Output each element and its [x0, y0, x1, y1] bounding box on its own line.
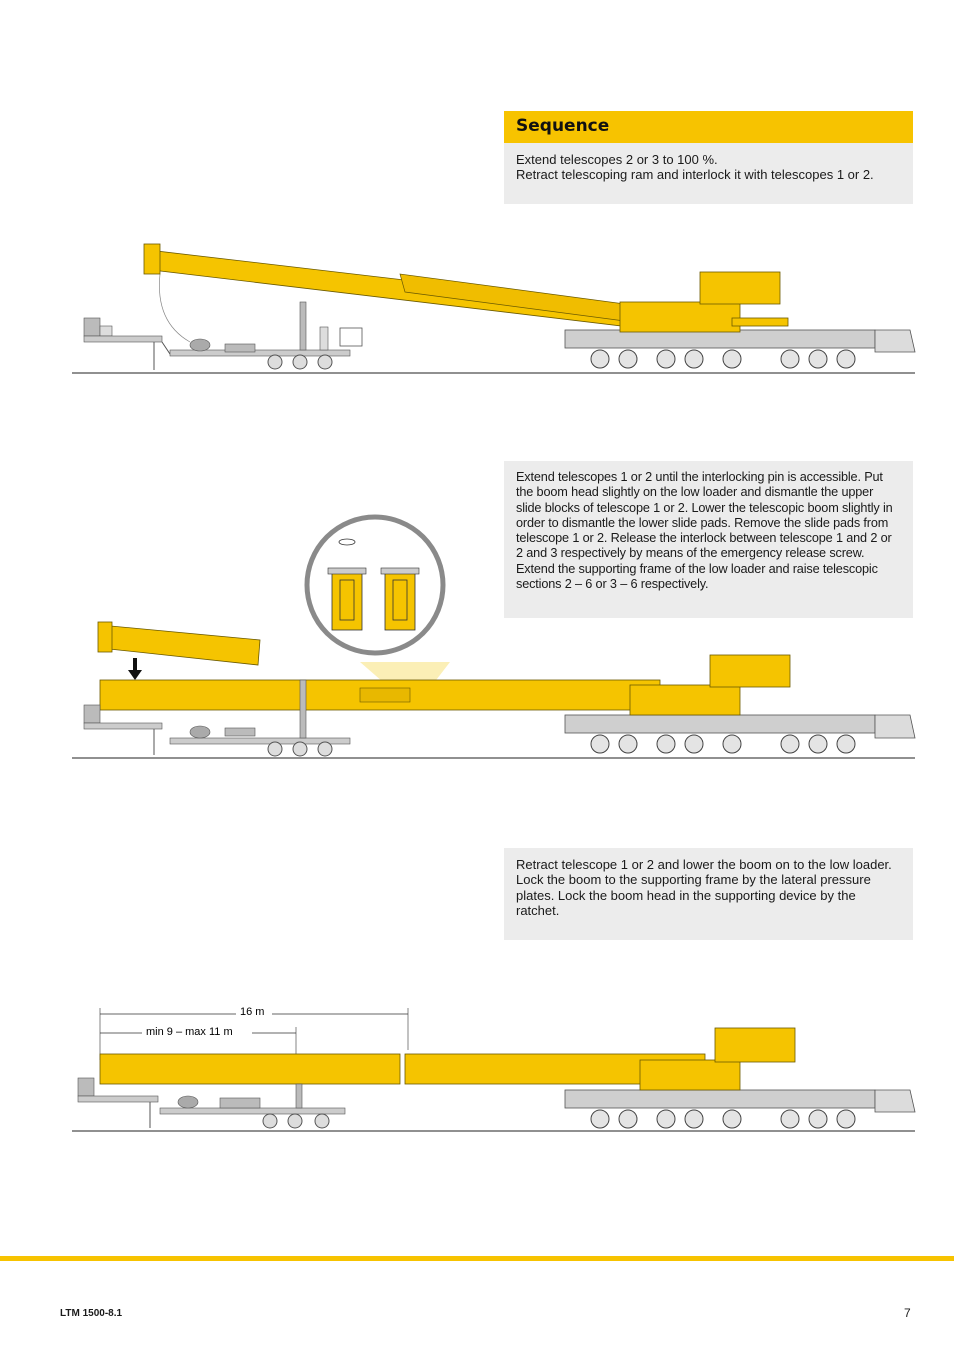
raised-boom-section [99, 624, 261, 666]
step-3-line-2: Lock the boom to the supporting frame by… [516, 872, 871, 918]
step-1-line-2: Retract telescoping ram and interlock it… [516, 167, 874, 183]
crane-diagram-step-2 [72, 514, 916, 759]
dimension-min-max: min 9 – max 11 m [100, 1024, 297, 1060]
low-loader [83, 679, 351, 757]
step-2-line-1: Extend telescopes 1 or 2 until the inter… [516, 470, 893, 592]
section-header: Sequence [504, 111, 913, 143]
low-loader [83, 273, 363, 370]
boom-on-low-loader [99, 1053, 401, 1085]
step-1-description: Extend telescopes 2 or 3 to 100 %. Retra… [504, 143, 913, 204]
dimension-16m: 16 m [99, 1005, 409, 1060]
step-3-line-1: Retract telescope 1 or 2 and lower the b… [516, 857, 892, 872]
step-2-description: Extend telescopes 1 or 2 until the inter… [504, 461, 913, 618]
crane-carrier [564, 654, 916, 754]
crane-diagram-step-3: 16 m min 9 – max 11 m [72, 1005, 916, 1132]
dimension-16m-label: 16 m [240, 1006, 264, 1018]
down-arrow-icon [128, 658, 142, 680]
dimension-min-max-label: min 9 – max 11 m [146, 1026, 233, 1038]
crane-diagram-step-1 [72, 243, 916, 374]
low-loader [77, 1077, 346, 1129]
page-number: 7 [904, 1306, 911, 1320]
step-1-line-1: Extend telescopes 2 or 3 to 100 %. [516, 152, 718, 167]
interlock-detail-magnifier [304, 514, 450, 688]
footer-rule [0, 1256, 954, 1261]
crane-carrier [564, 1027, 916, 1129]
model-name: LTM 1500-8.1 [60, 1308, 123, 1319]
section-title: Sequence [516, 116, 610, 136]
crane-carrier [564, 271, 916, 369]
telescopic-boom [143, 243, 671, 328]
step-3-description: Retract telescope 1 or 2 and lower the b… [504, 848, 913, 940]
